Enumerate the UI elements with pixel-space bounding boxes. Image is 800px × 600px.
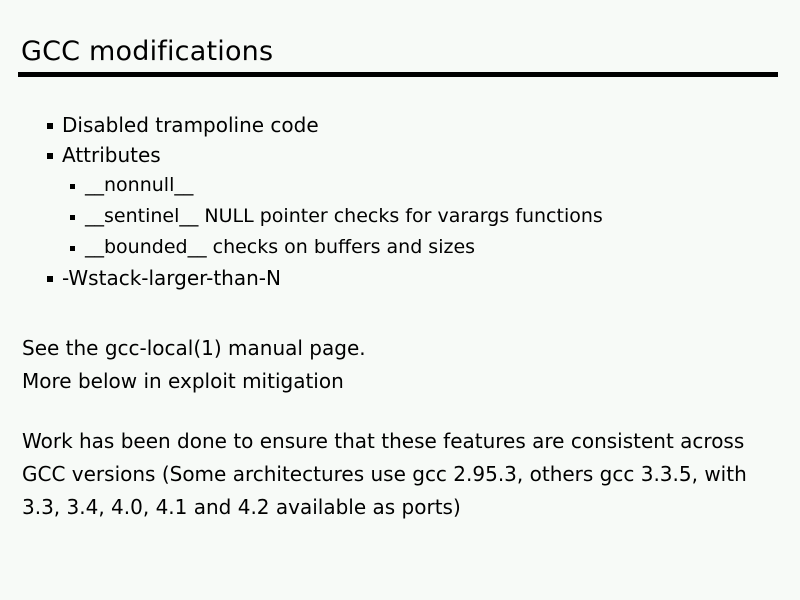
square-bullet-icon (70, 184, 75, 189)
list-item-label: Attributes (62, 143, 161, 167)
body-line: More below in exploit mitigation (22, 369, 344, 393)
body-line: GCC versions (Some architectures use gcc… (22, 462, 747, 486)
list-item: __bounded__ checks on buffers and sizes (0, 232, 800, 263)
body-line: Work has been done to ensure that these … (22, 429, 745, 453)
body-line: 3.3, 3.4, 4.0, 4.1 and 4.2 available as … (22, 495, 461, 519)
list-item: Disabled trampoline code (0, 110, 800, 140)
list-item-label: -Wstack-larger-than-N (62, 266, 281, 290)
square-bullet-icon (47, 123, 53, 129)
body-paragraph-consistency: Work has been done to ensure that these … (22, 425, 774, 524)
list-item-label: __sentinel__ NULL pointer checks for var… (85, 205, 603, 227)
list-item: Attributes (0, 140, 800, 170)
list-item: __nonnull__ (0, 170, 800, 201)
list-item-label: __nonnull__ (85, 174, 194, 196)
square-bullet-icon (47, 153, 53, 159)
title-underline-rule (18, 72, 778, 77)
list-item-label: Disabled trampoline code (62, 113, 319, 137)
body-line: See the gcc-local(1) manual page. (22, 336, 366, 360)
list-item-label: __bounded__ checks on buffers and sizes (85, 236, 476, 258)
square-bullet-icon (70, 246, 75, 251)
square-bullet-icon (70, 215, 75, 220)
square-bullet-icon (47, 276, 53, 282)
body-paragraph-references: See the gcc-local(1) manual page. More b… (22, 332, 774, 398)
list-item: __sentinel__ NULL pointer checks for var… (0, 201, 800, 232)
bullet-list: Disabled trampoline code Attributes __no… (0, 110, 800, 293)
list-item: -Wstack-larger-than-N (0, 263, 800, 293)
slide-title: GCC modifications (21, 36, 274, 67)
